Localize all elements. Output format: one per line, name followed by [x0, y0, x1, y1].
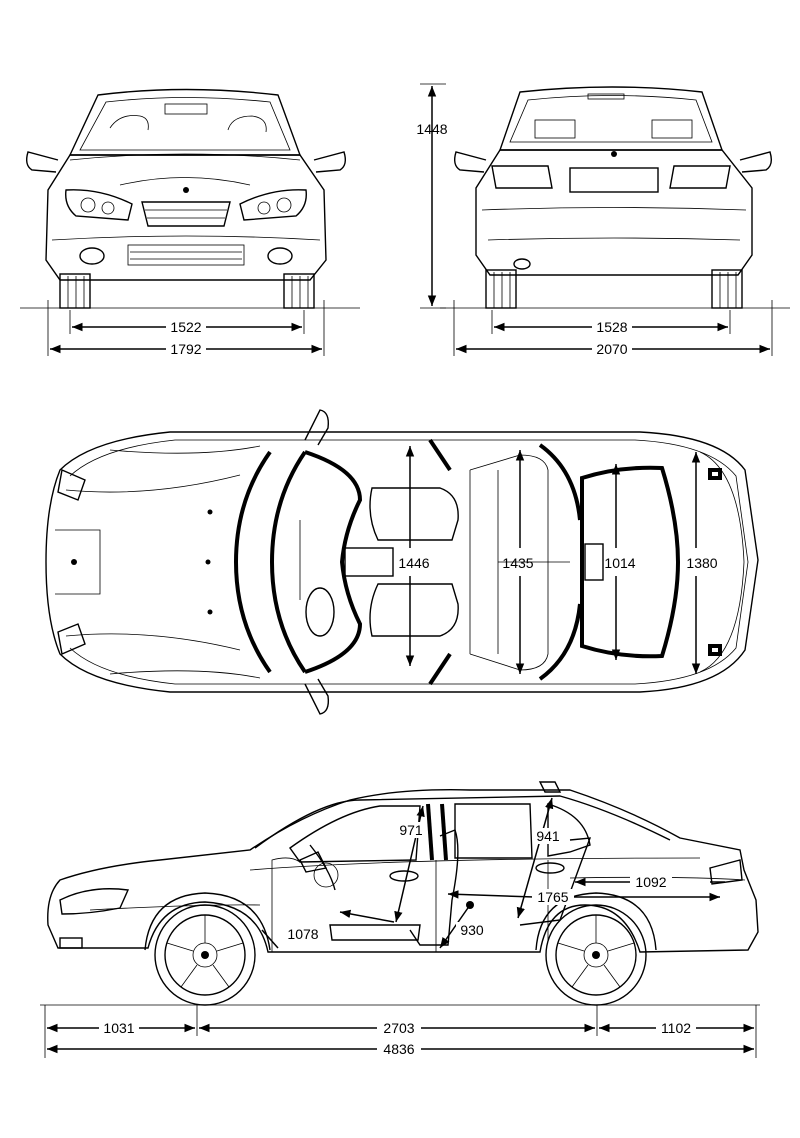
- label-width-mirrors: 2070: [596, 341, 627, 357]
- label-wheelbase: 2703: [383, 1020, 414, 1036]
- label-cabin-length: 1765: [537, 889, 568, 905]
- front-rear-dimensions: [47, 83, 773, 356]
- rear-view: [440, 86, 790, 309]
- label-rear-track: 1528: [596, 319, 627, 335]
- label-interior-rear-width: 1435: [502, 555, 533, 571]
- label-interior-front-width: 1446: [398, 555, 429, 571]
- label-height: 1448: [416, 121, 447, 137]
- front-view: [20, 88, 360, 309]
- label-overall-length: 4836: [383, 1041, 414, 1057]
- label-front-overhang: 1031: [103, 1020, 134, 1036]
- label-trunk-width: 1380: [686, 555, 717, 571]
- label-rear-legroom: 930: [460, 922, 484, 938]
- label-front-headroom: 971: [399, 822, 423, 838]
- top-view: [45, 409, 759, 715]
- dimension-labels: 1522 1792 1448 1528 2070 1446 1435 1014 …: [99, 121, 718, 1057]
- label-rear-overhang: 1102: [661, 1020, 691, 1036]
- top-view-dimensions: [405, 446, 701, 674]
- label-trunk-length: 1092: [635, 874, 666, 890]
- label-front-width: 1792: [170, 341, 201, 357]
- label-trunk-opening-width: 1014: [604, 555, 635, 571]
- label-front-track: 1522: [170, 319, 201, 335]
- label-front-legroom: 1078: [287, 926, 318, 942]
- label-rear-headroom: 941: [536, 828, 560, 844]
